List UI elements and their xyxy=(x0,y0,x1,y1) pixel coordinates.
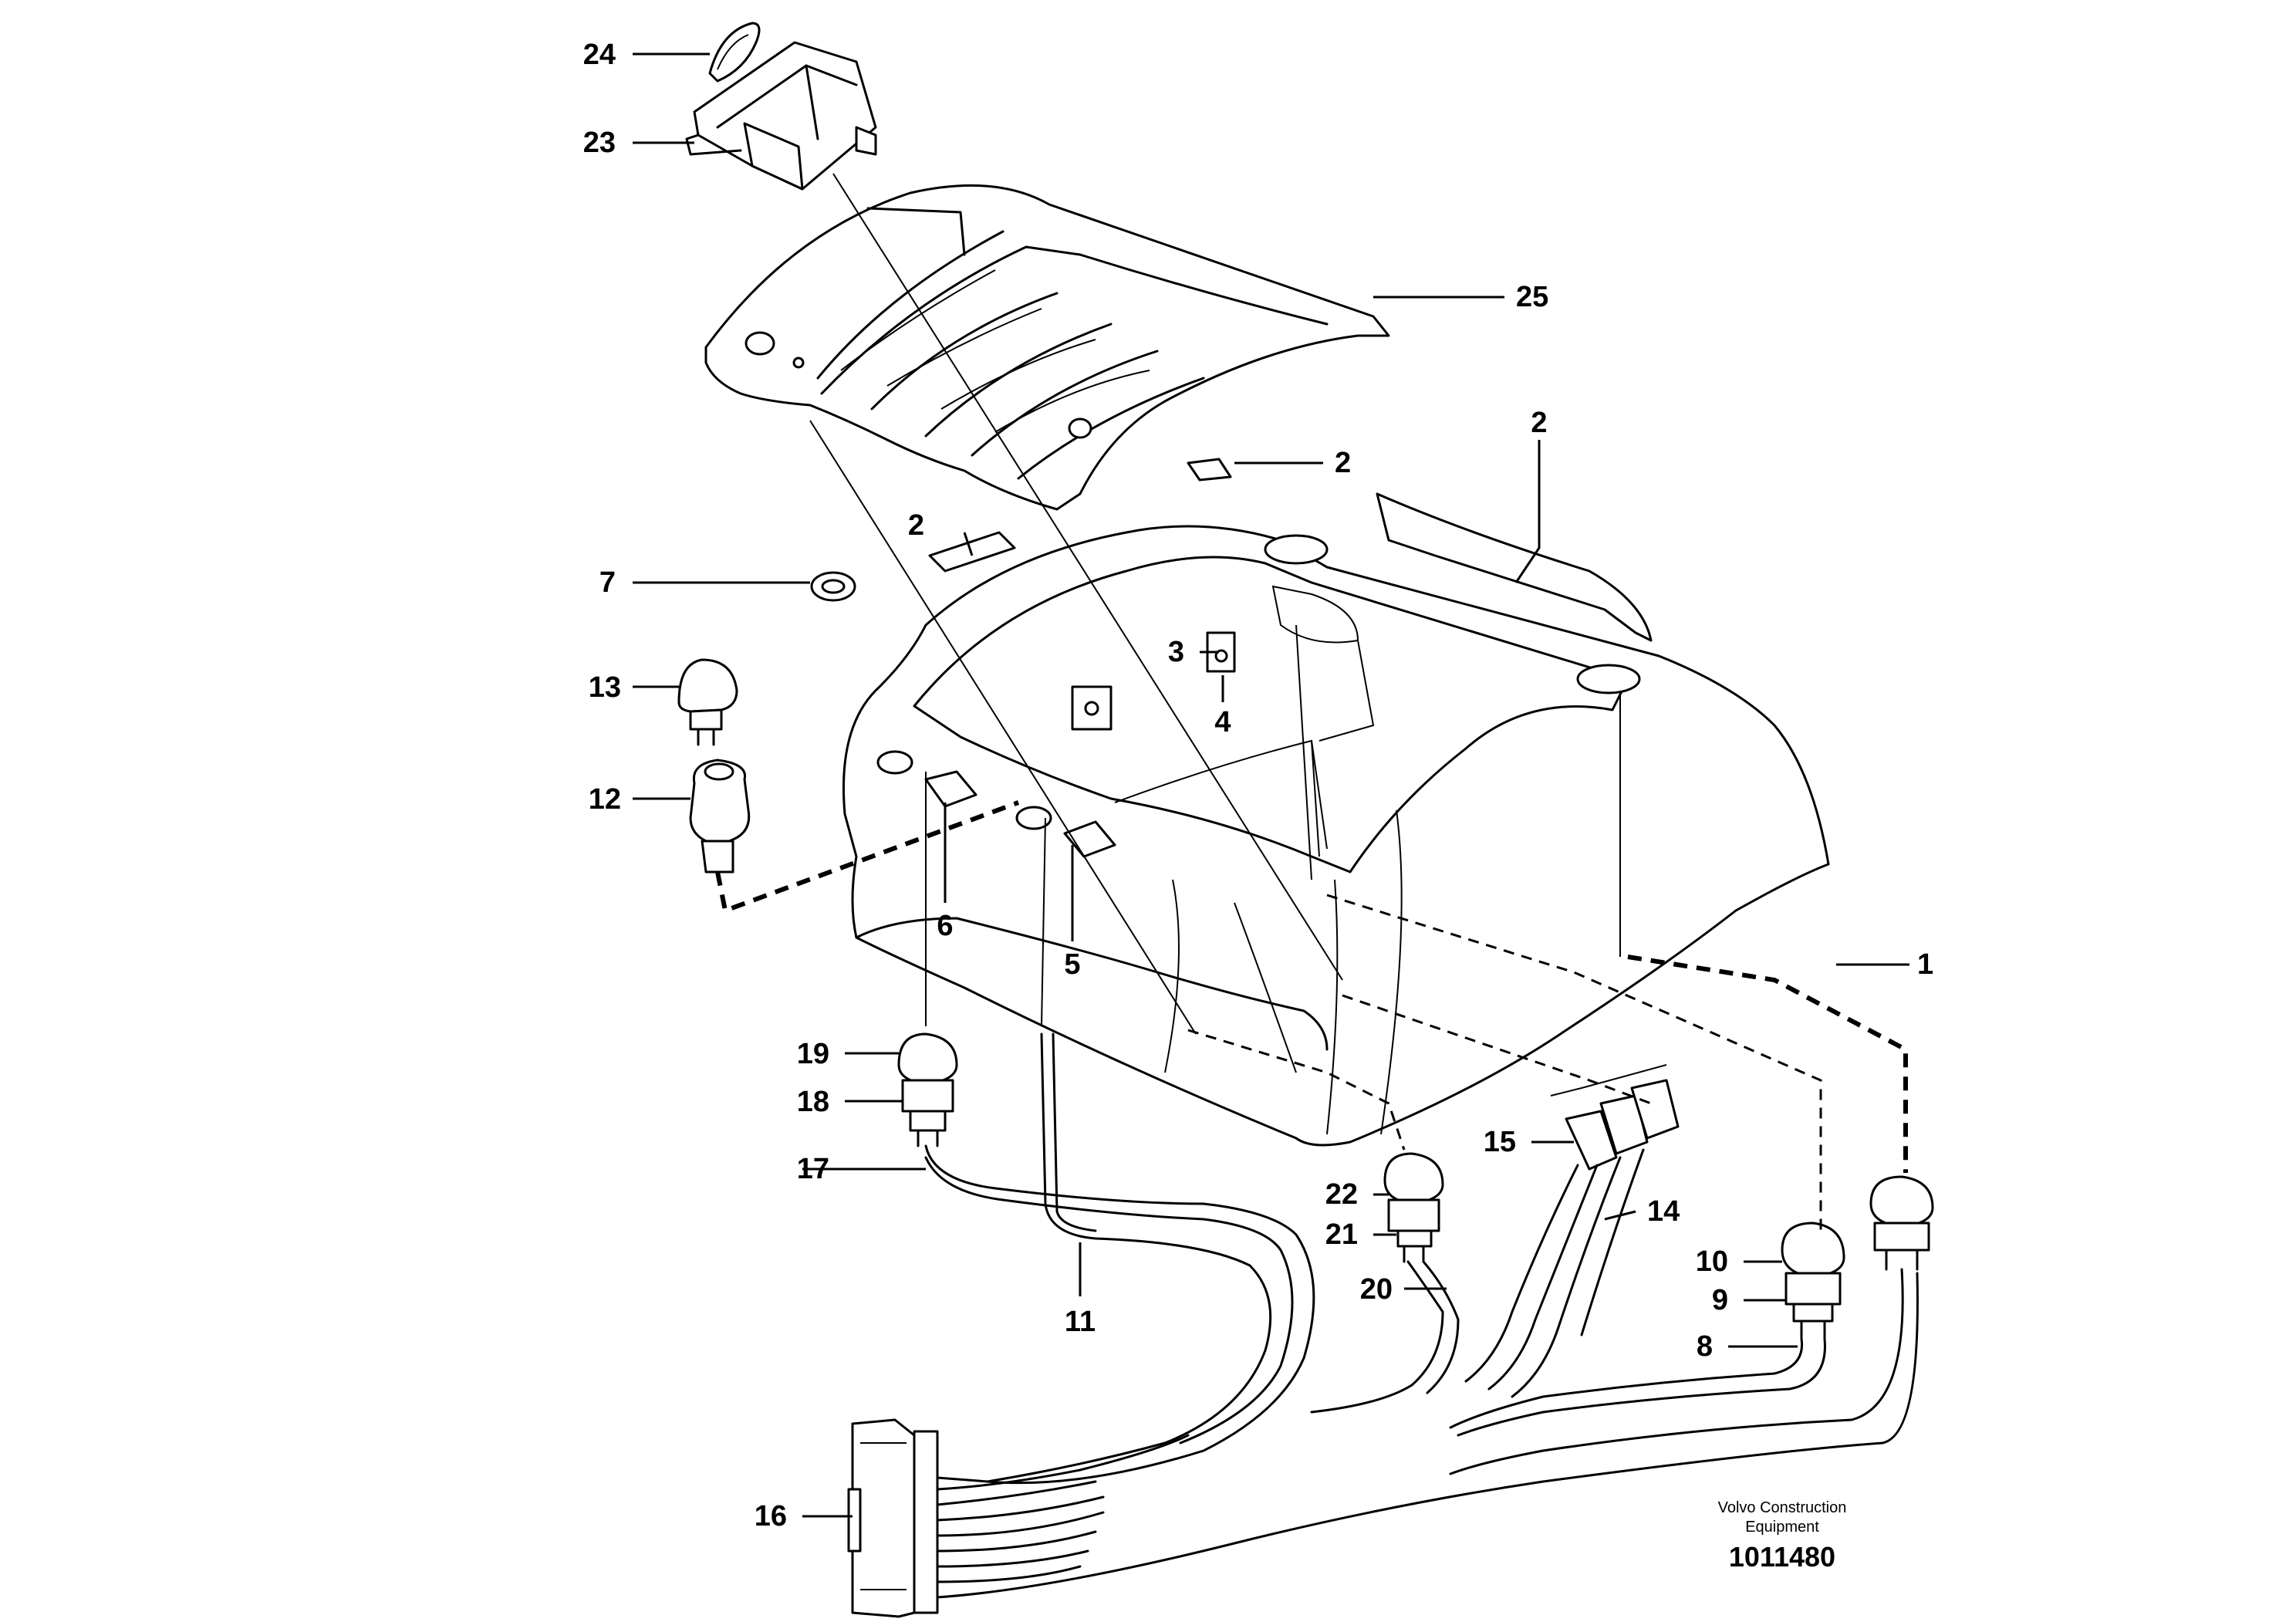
part-19-lamp-lens xyxy=(897,1032,958,1086)
part-12-bulb-holder xyxy=(689,759,751,874)
label-part-18: 18 xyxy=(797,1086,829,1118)
part-18-lamp-socket xyxy=(901,1079,954,1147)
part-25-cover xyxy=(704,184,1390,511)
label-part-17: 17 xyxy=(797,1153,829,1185)
label-part-9: 9 xyxy=(1712,1284,1728,1316)
label-part-7: 7 xyxy=(599,566,616,599)
label-part-1: 1 xyxy=(1917,948,1933,981)
part-number-labels: 24 23 25 2 2 2 7 3 4 13 12 6 5 1 19 18 1… xyxy=(583,39,1933,1532)
caption-line-2: Equipment xyxy=(1745,1519,1819,1536)
label-part-15: 15 xyxy=(1484,1126,1516,1158)
label-part-10: 10 xyxy=(1696,1245,1728,1278)
wiring xyxy=(924,1032,1919,1599)
part-14-harness xyxy=(1464,1148,1645,1398)
part-16-connector-block xyxy=(847,1418,939,1618)
label-part-22: 22 xyxy=(1325,1178,1358,1211)
label-part-11: 11 xyxy=(1065,1306,1096,1338)
label-part-2-flap: 2 xyxy=(1531,407,1547,439)
label-part-2-top: 2 xyxy=(1335,447,1351,479)
label-part-20: 20 xyxy=(1360,1273,1393,1306)
label-part-16: 16 xyxy=(755,1500,787,1532)
part-1-housing xyxy=(842,458,1830,1147)
label-part-23: 23 xyxy=(583,127,616,159)
label-part-8: 8 xyxy=(1697,1330,1713,1363)
part-23-switch xyxy=(685,41,877,191)
part-10-lamp-lens xyxy=(1781,1222,1845,1279)
part-7-washer xyxy=(810,571,856,602)
lamp-right xyxy=(1869,1175,1934,1271)
part-13-bulb xyxy=(677,658,738,746)
caption-line-1: Volvo Construction xyxy=(1718,1499,1847,1516)
label-part-4: 4 xyxy=(1214,706,1231,738)
part-15-connector xyxy=(1550,1064,1680,1171)
label-part-5: 5 xyxy=(1064,948,1080,981)
part-9-lamp-socket xyxy=(1784,1272,1842,1340)
label-part-14: 14 xyxy=(1647,1195,1680,1228)
part-22-lamp-lens xyxy=(1383,1152,1444,1205)
routing-dashes xyxy=(715,173,1908,1235)
label-part-2-left: 2 xyxy=(908,509,924,542)
leader-lines xyxy=(633,52,1909,1518)
label-part-21: 21 xyxy=(1325,1218,1358,1251)
document-number: 1011480 xyxy=(1729,1541,1835,1573)
label-part-13: 13 xyxy=(589,671,621,704)
publisher-caption: Volvo Construction Equipment 1011480 xyxy=(1718,1499,1847,1573)
label-part-3: 3 xyxy=(1168,636,1184,668)
label-part-25: 25 xyxy=(1516,281,1548,313)
label-part-19: 19 xyxy=(797,1038,829,1070)
label-part-24: 24 xyxy=(583,39,616,71)
label-part-12: 12 xyxy=(589,783,621,816)
label-part-6: 6 xyxy=(937,910,953,942)
part-21-lamp-socket xyxy=(1387,1198,1440,1263)
part-24-gasket xyxy=(708,22,761,83)
